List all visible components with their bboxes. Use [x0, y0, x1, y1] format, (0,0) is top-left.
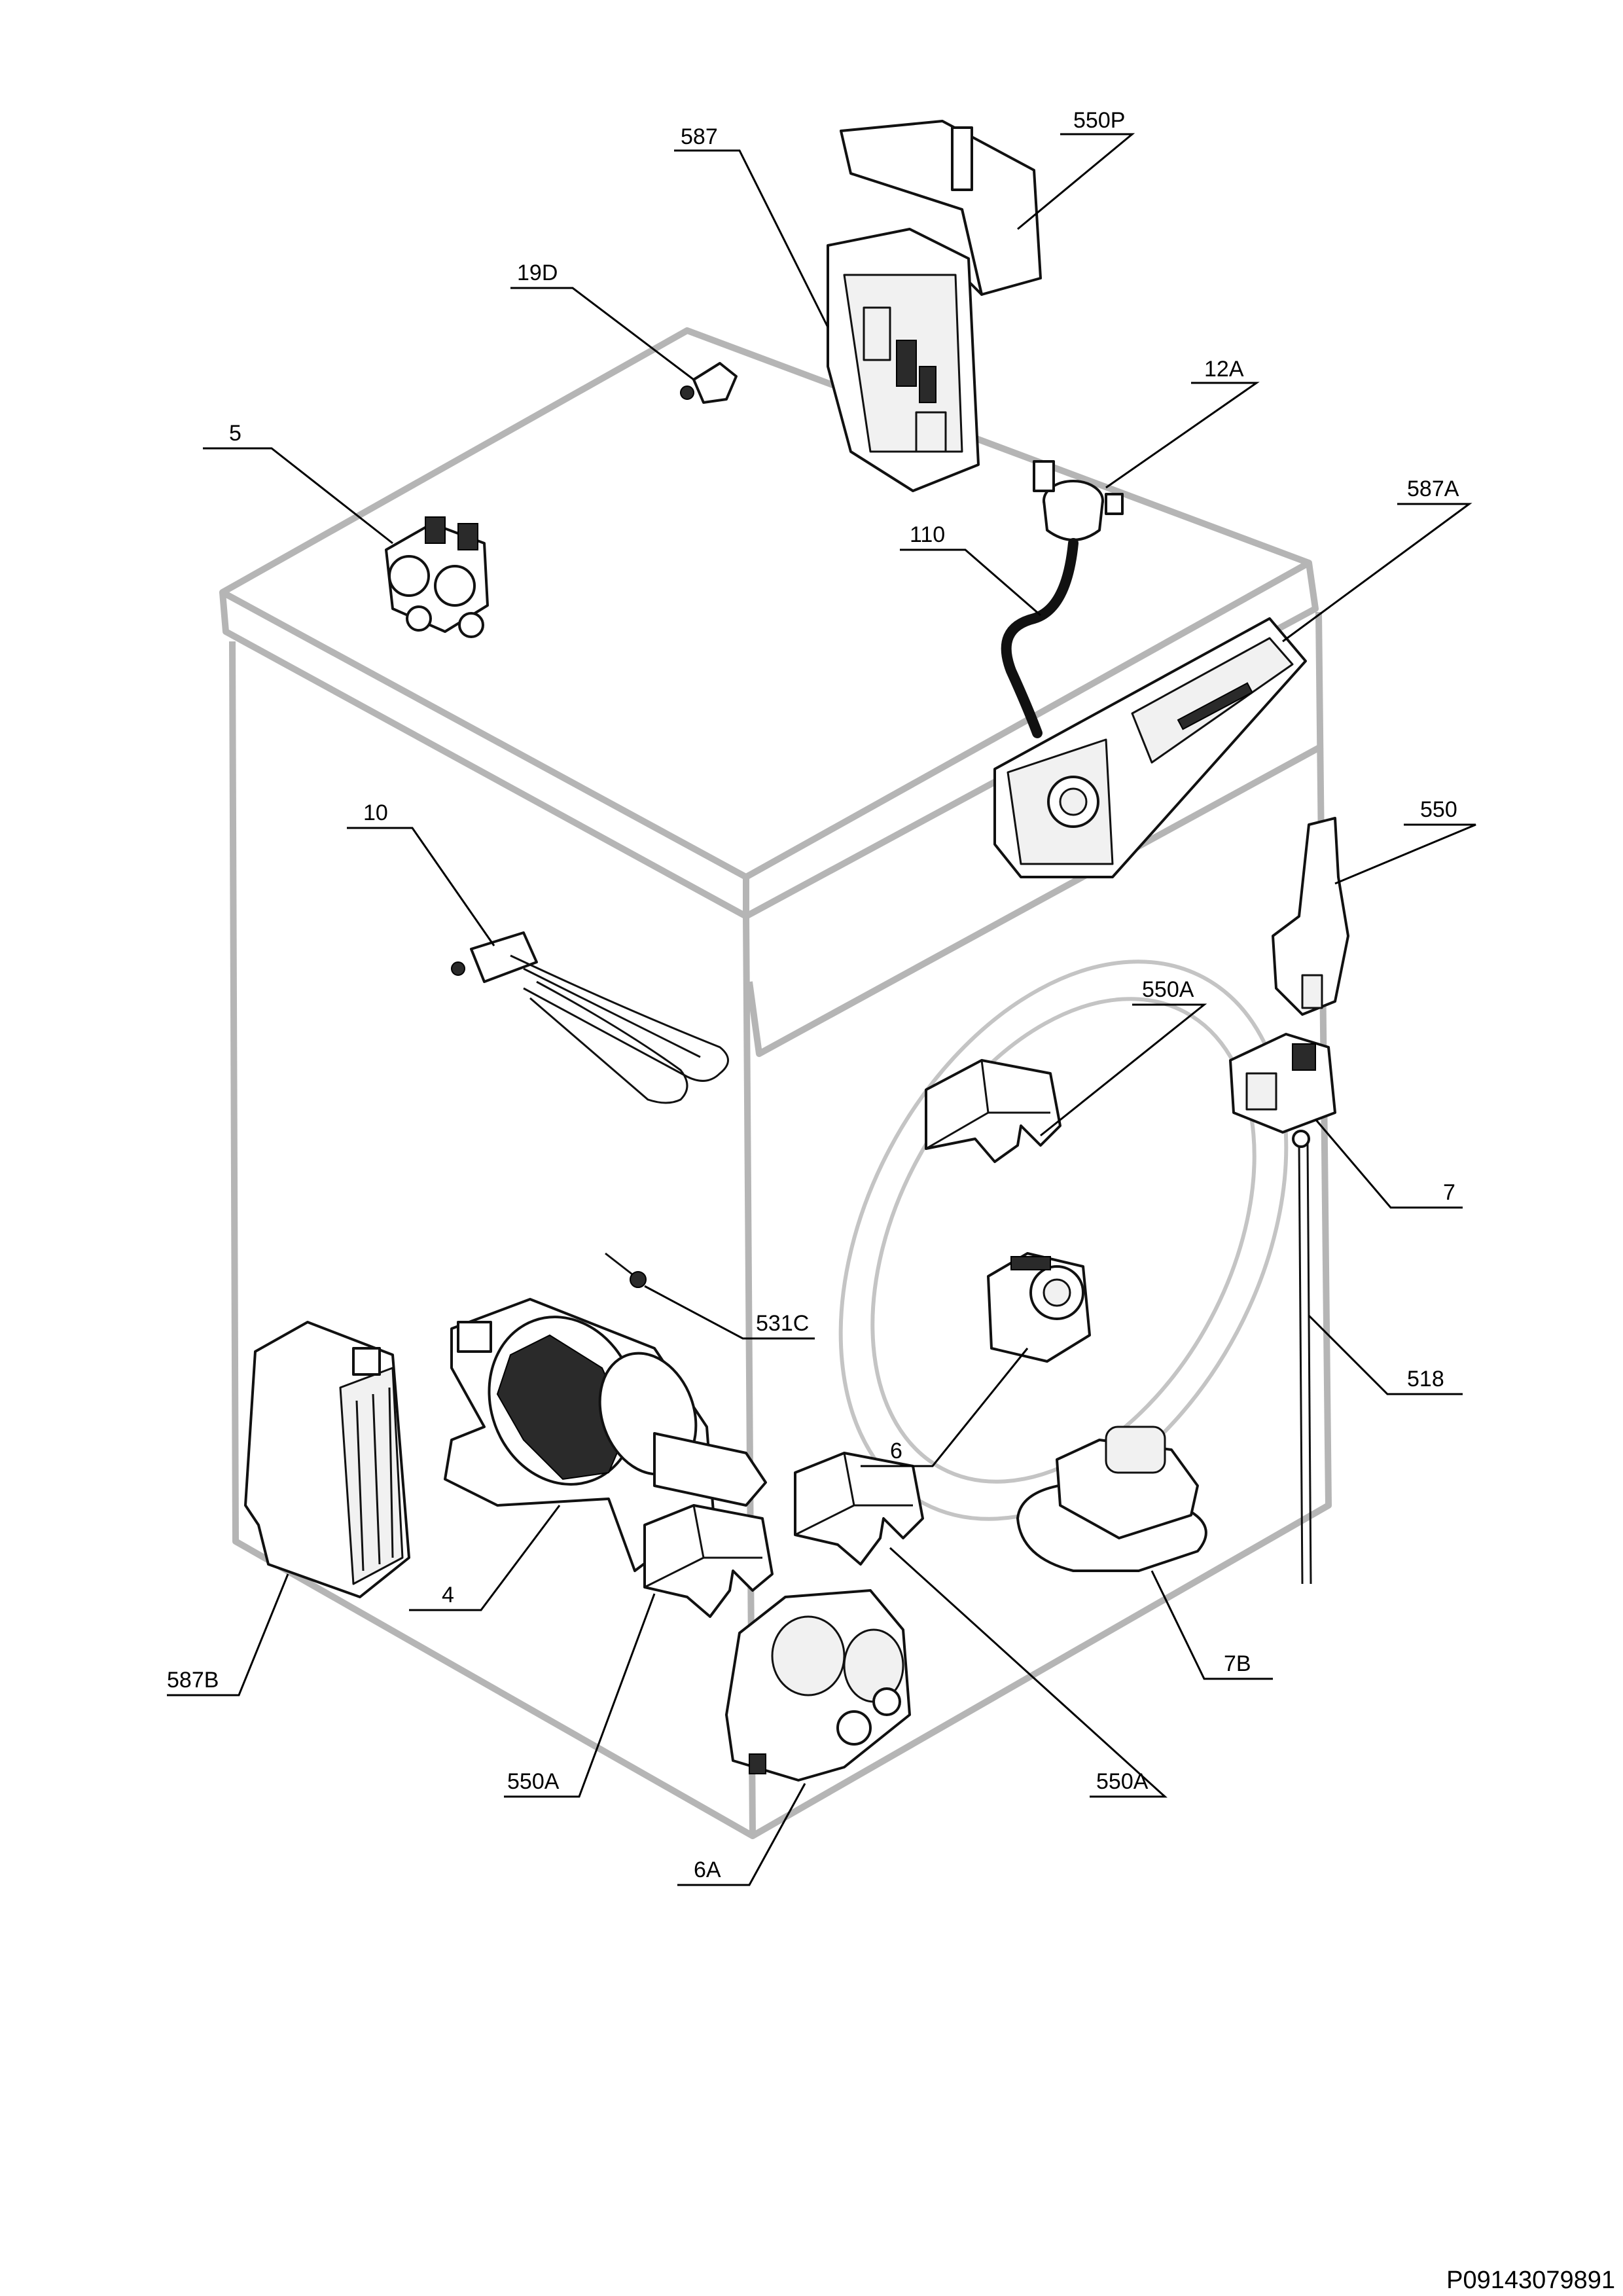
label-110: 110	[910, 522, 945, 547]
label-4: 4	[442, 1583, 454, 1607]
cabinet-outline	[219, 327, 1332, 1839]
label-550A-left: 550A	[507, 1769, 560, 1794]
part-4-motor	[444, 1298, 767, 1572]
part-550P-cover	[840, 120, 1042, 296]
part-19D-clip	[680, 362, 738, 404]
part-550A-cover-lower-right	[794, 1452, 924, 1566]
leader-lines	[167, 133, 1476, 1886]
label-5: 5	[229, 421, 241, 446]
label-587B: 587B	[167, 1668, 219, 1693]
label-518: 518	[1407, 1367, 1444, 1391]
part-10-heater	[451, 931, 729, 1104]
label-7: 7	[1443, 1180, 1455, 1205]
label-12A: 12A	[1204, 357, 1244, 382]
part-labels: 587 550P 19D 12A 5 110 587A 10 550 550A …	[167, 108, 1459, 1882]
part-531C-screw	[605, 1252, 647, 1288]
label-587: 587	[681, 124, 718, 149]
label-7B: 7B	[1224, 1651, 1251, 1676]
part-7-door-interlock	[1229, 1033, 1336, 1134]
part-6A-pump-assembly	[725, 1589, 911, 1782]
label-19D: 19D	[517, 260, 558, 285]
part-587B-filter	[244, 1321, 410, 1598]
label-531C: 531C	[756, 1311, 809, 1336]
label-587A: 587A	[1407, 476, 1459, 501]
part-550A-cover-lower-left	[643, 1504, 774, 1618]
part-587-control-board	[827, 228, 980, 492]
part-7B-lock-base	[1016, 1426, 1207, 1572]
part-518-rod	[1292, 1130, 1312, 1585]
door-ring	[838, 960, 1289, 1521]
part-110-hose	[1001, 538, 1079, 738]
label-6: 6	[890, 1439, 902, 1463]
part-5-inlet-valve	[385, 516, 489, 638]
label-6A: 6A	[694, 1857, 721, 1882]
part-550A-cover-upper	[925, 1059, 1061, 1163]
label-550A-right: 550A	[1096, 1769, 1149, 1794]
label-10: 10	[363, 800, 388, 825]
document-code: P09143079891	[1446, 2267, 1615, 2294]
part-6-drain-pump	[987, 1252, 1091, 1363]
label-550: 550	[1420, 797, 1457, 822]
part-550-lock-cover	[1272, 817, 1349, 1016]
label-550A-door: 550A	[1142, 977, 1194, 1002]
label-550P: 550P	[1073, 108, 1125, 133]
part-587A-display-board	[993, 617, 1307, 878]
